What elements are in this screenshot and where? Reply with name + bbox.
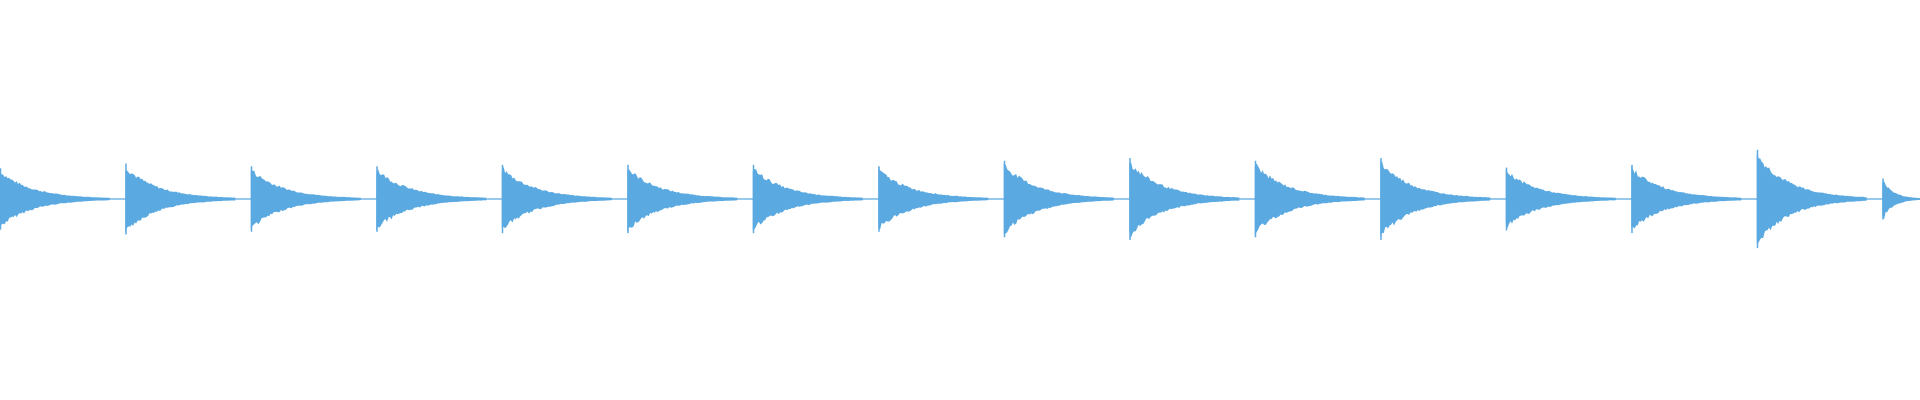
waveform-pulse — [1505, 169, 1616, 229]
waveform-pulse — [1003, 163, 1114, 234]
waveform-pulse — [501, 166, 612, 229]
waveform-pulse — [1882, 181, 1920, 219]
waveform-pulse — [1756, 153, 1867, 244]
waveform-pulse — [752, 168, 863, 230]
waveform-pulse — [0, 171, 110, 227]
waveform-pulse — [627, 169, 738, 232]
waveform-pulses — [0, 149, 1920, 249]
waveform-pulse — [376, 169, 487, 231]
waveform-pulse — [1380, 160, 1491, 237]
waveform-pulse — [125, 170, 236, 233]
waveform-pulse — [250, 170, 361, 230]
waveform-pulse — [1129, 162, 1240, 238]
waveform-pulse — [1254, 163, 1365, 235]
waveform-pulse — [878, 166, 989, 229]
waveform-pulse — [1631, 166, 1742, 229]
